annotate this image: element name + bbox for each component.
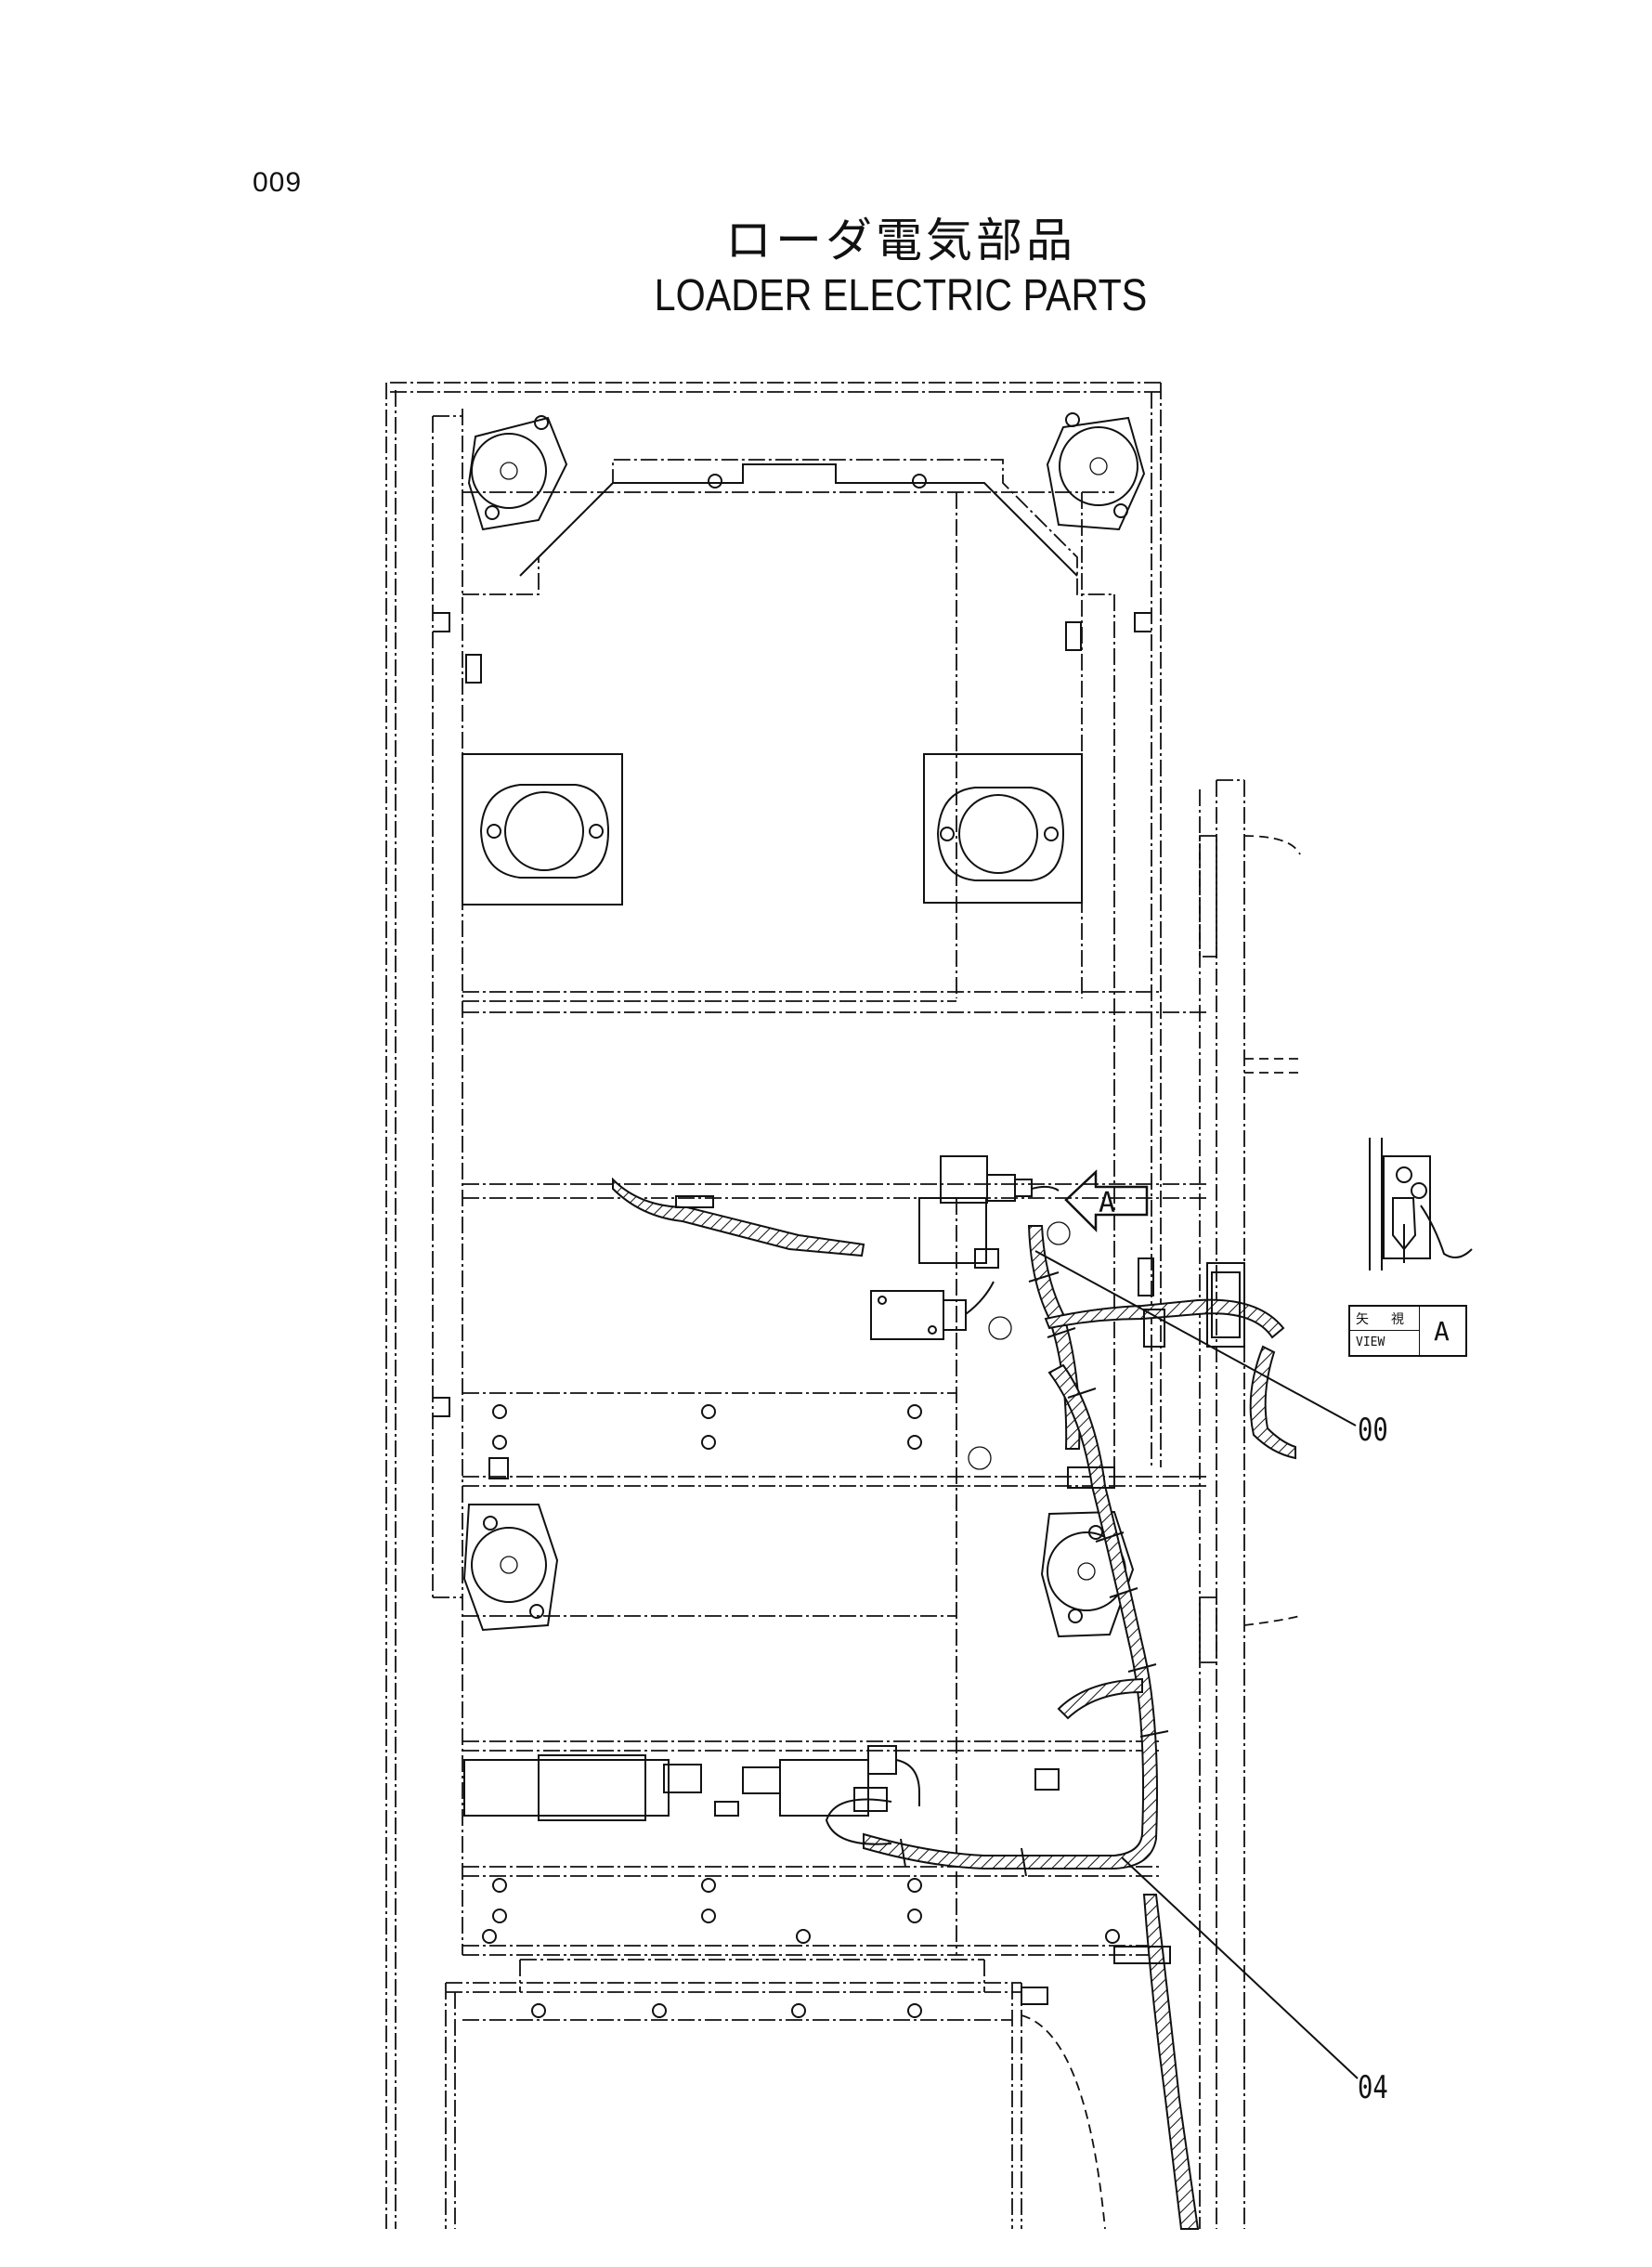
view-box-jp-left: 矢 [1356, 1312, 1369, 1327]
mount-middle-left [462, 753, 623, 905]
callout-04: 04 [1358, 2069, 1388, 2106]
wiring-harness [463, 1177, 1296, 2230]
view-a-inset-drawing [1369, 1138, 1473, 1270]
title-japanese: ローダ電気部品 [725, 214, 1076, 267]
callout-00: 00 [1358, 1412, 1388, 1449]
main-frame [385, 382, 1301, 2230]
mount-middle-right [923, 753, 1083, 904]
view-a-arrow-letter: A [1099, 1187, 1115, 1219]
bolt-heads [482, 474, 1120, 2018]
pressure-switch [870, 1281, 995, 1340]
mount-top-right [1046, 412, 1146, 531]
view-box-jp-right: 視 [1391, 1312, 1404, 1327]
title-english: LOADER ELECTRIC PARTS [654, 271, 1148, 320]
frame-clamps [1021, 1262, 1245, 2005]
page-number: 009 [253, 167, 303, 198]
mount-lower-left [462, 1504, 559, 1632]
view-box-en: VIEW [1356, 1335, 1385, 1349]
view-box: 矢 視 VIEW A [1348, 1305, 1467, 1357]
solenoid-valve [918, 1155, 1060, 1269]
mount-top-left [467, 415, 568, 531]
view-a-arrow: A [1064, 1169, 1149, 1233]
view-box-letter: A [1434, 1316, 1450, 1347]
title-block: ローダ電気部品 LOADER ELECTRIC PARTS [576, 212, 1226, 323]
